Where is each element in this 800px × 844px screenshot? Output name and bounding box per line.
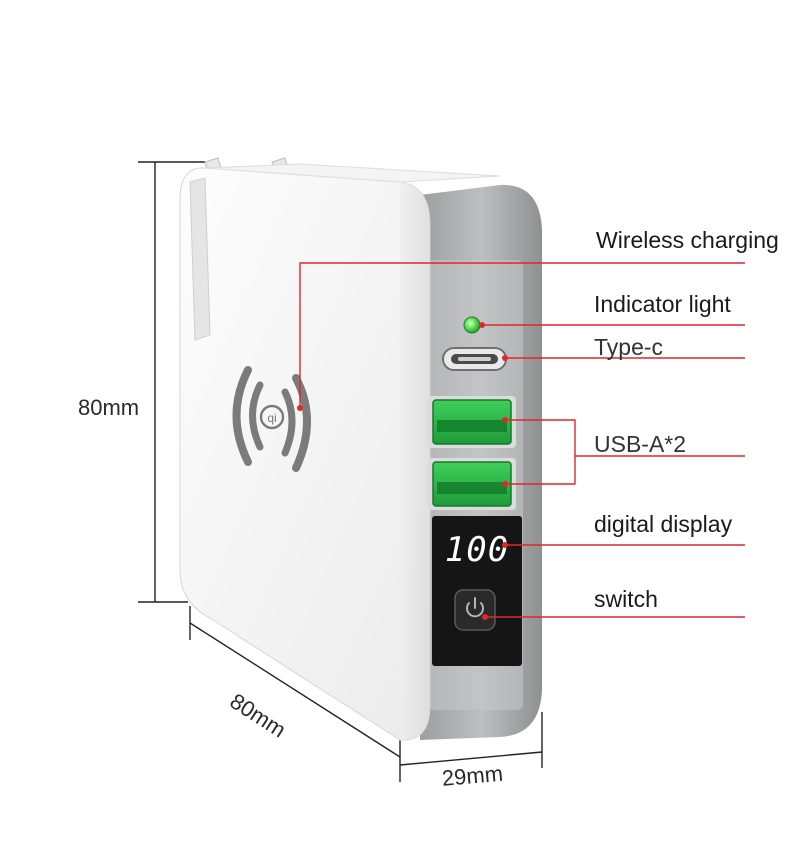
callout-switch: switch bbox=[594, 586, 658, 612]
callout-lines bbox=[299, 262, 745, 618]
indicator-led bbox=[463, 316, 481, 334]
callout-indicator-light: Indicator light bbox=[594, 291, 731, 317]
svg-text:qi: qi bbox=[267, 411, 276, 425]
callout-wireless-charging: Wireless charging bbox=[596, 227, 779, 253]
width-dimension-lines bbox=[189, 606, 401, 782]
type-c-port bbox=[442, 347, 507, 371]
display-readout: 100 bbox=[445, 530, 509, 570]
height-dimension-lines bbox=[138, 161, 205, 603]
plug-recess bbox=[189, 177, 211, 341]
callout-type-c: Type-c bbox=[594, 334, 664, 360]
callout-line-wireless bbox=[299, 262, 745, 408]
power-switch bbox=[454, 589, 496, 631]
callout-line-usb-bottom bbox=[505, 456, 576, 485]
usb-a-port-bottom bbox=[428, 458, 516, 510]
callout-line-usb-top bbox=[505, 419, 576, 456]
qi-wireless-icon: qi bbox=[232, 366, 311, 472]
callout-usb-a: USB-A*2 bbox=[594, 431, 687, 457]
depth-dimension-lines bbox=[399, 712, 543, 768]
power-icon bbox=[466, 597, 484, 618]
callout-digital-display: digital display bbox=[594, 511, 733, 537]
usb-a-port-top bbox=[428, 396, 516, 448]
callout-dots bbox=[297, 322, 508, 620]
height-dimension-label: 80mm bbox=[78, 395, 140, 420]
depth-dimension-label: 29mm bbox=[440, 760, 504, 791]
